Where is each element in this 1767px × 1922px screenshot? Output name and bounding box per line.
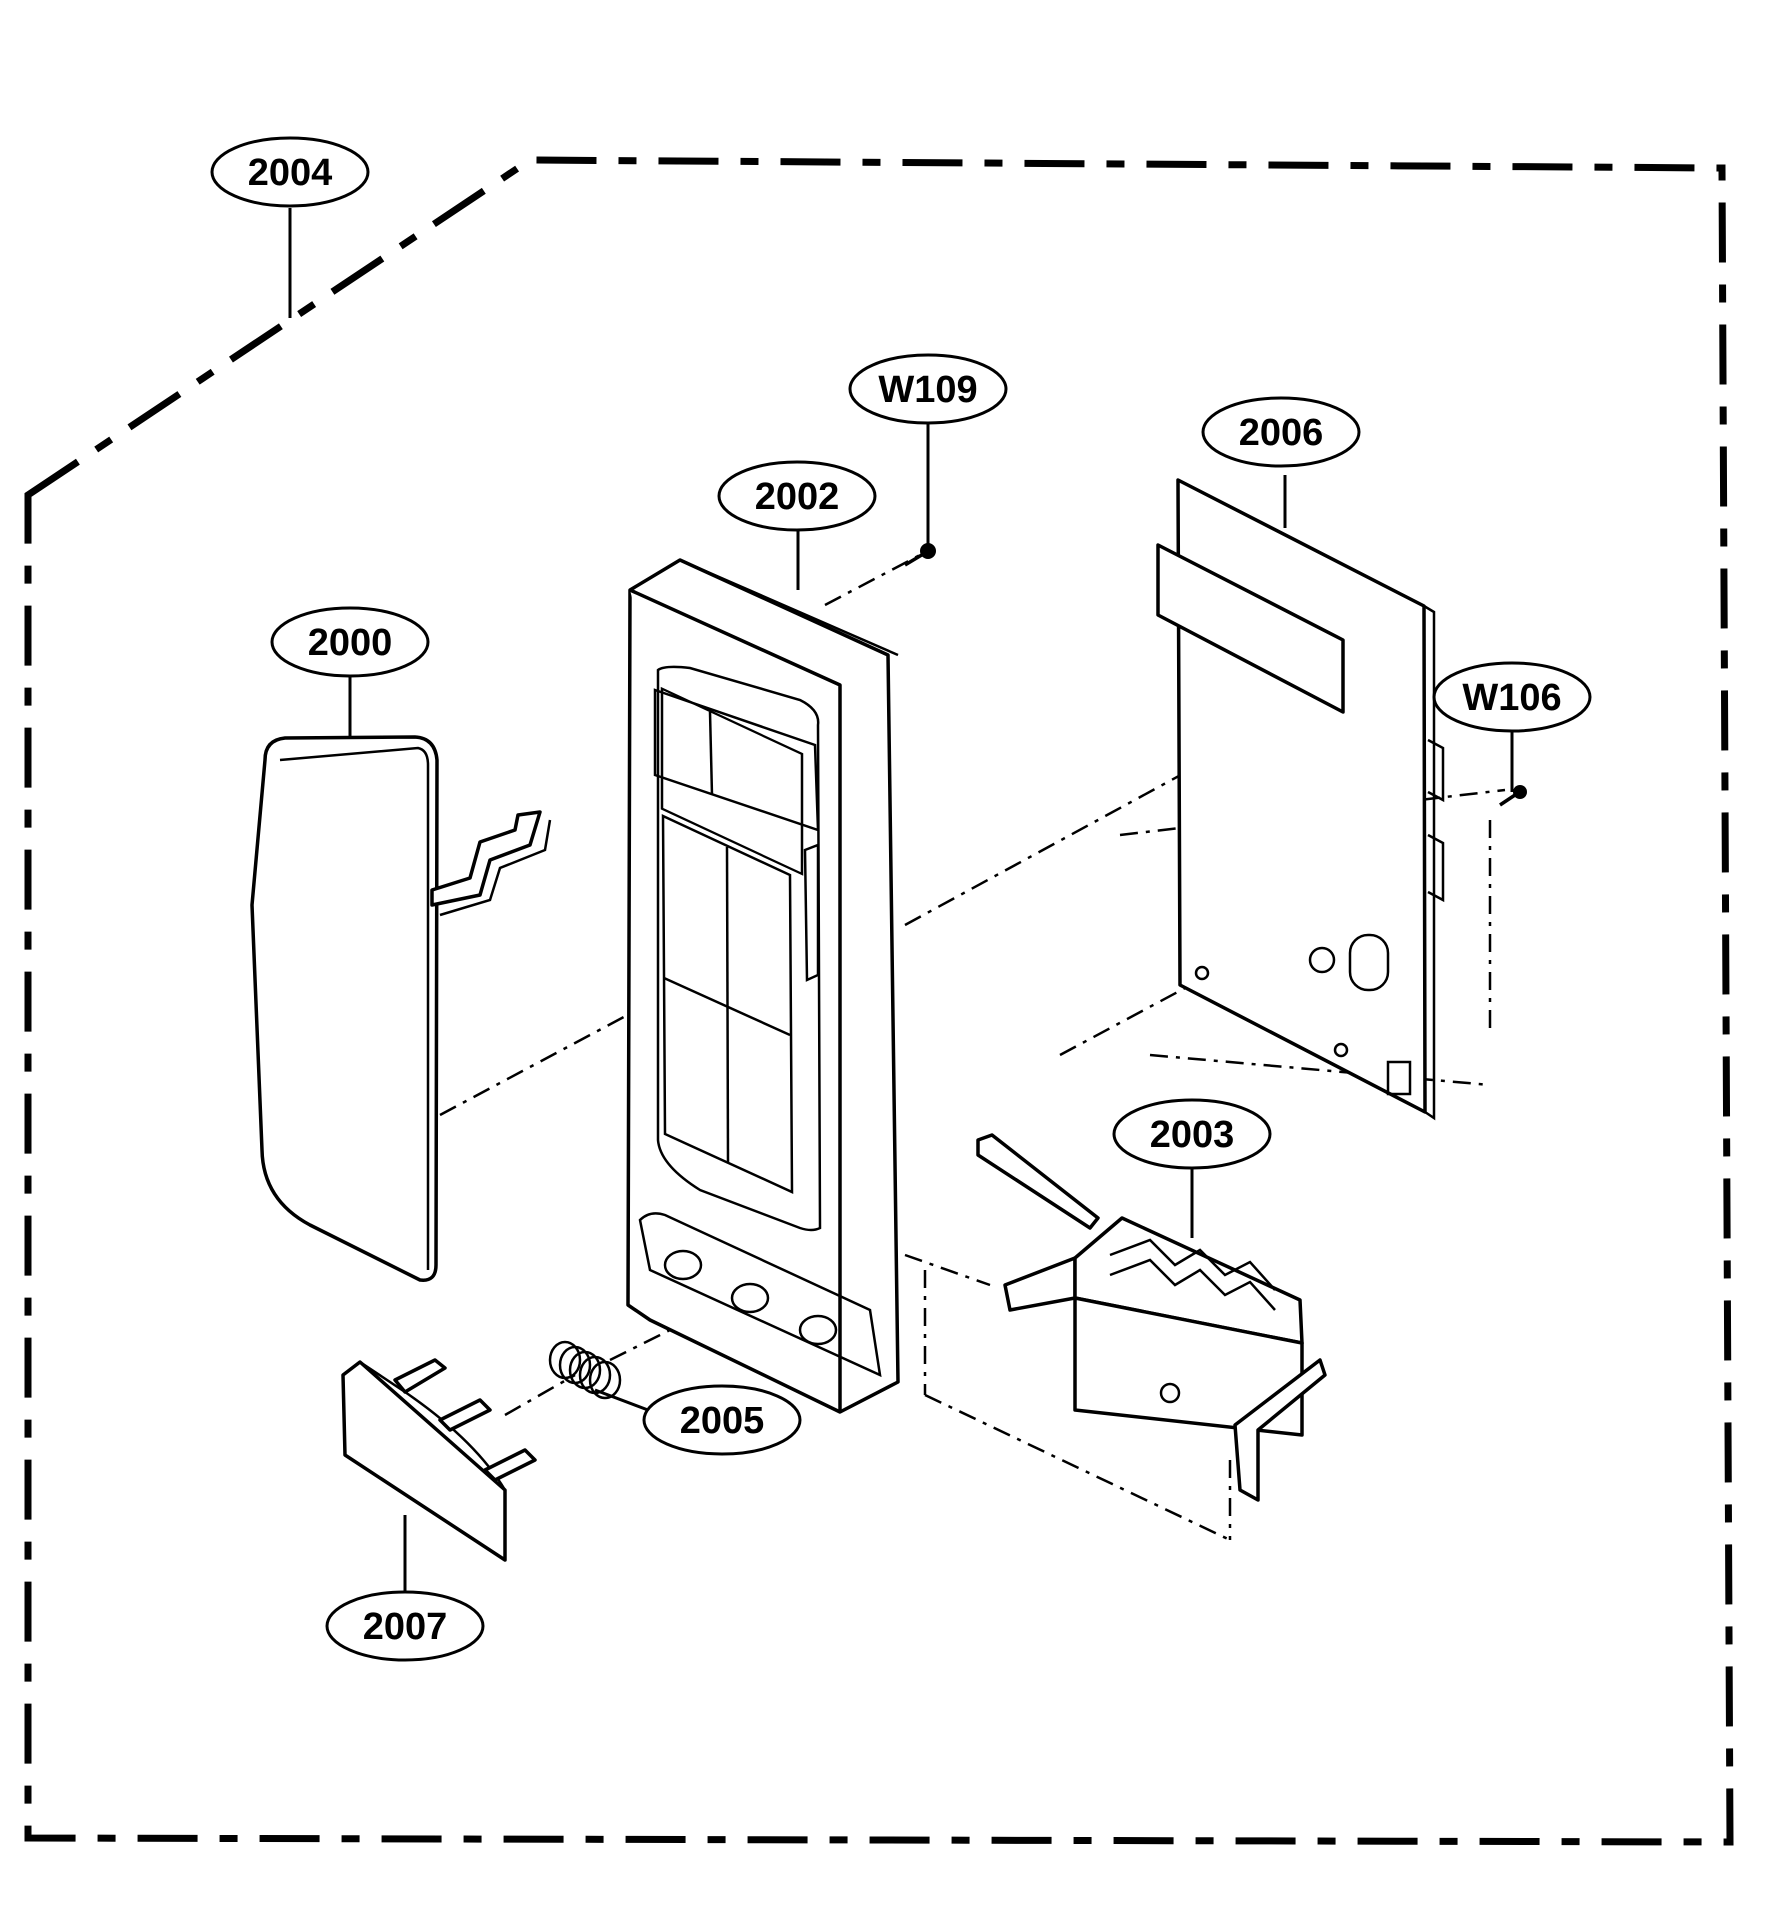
screw-w109 [904, 543, 936, 567]
callout-w106: W106 [1432, 661, 1592, 733]
callout-label: 2006 [1239, 412, 1324, 454]
callout-2003: 2003 [1112, 1098, 1272, 1170]
callout-2005: 2005 [642, 1384, 802, 1456]
part-2000-membrane [250, 735, 552, 1282]
callout-2002: 2002 [717, 460, 877, 532]
callout-label: 2000 [308, 622, 393, 664]
callout-label: 2003 [1150, 1114, 1235, 1156]
callout-label: W106 [1462, 677, 1561, 719]
part-2002-control-panel [626, 558, 900, 1414]
part-2005-spring [548, 1340, 622, 1400]
callout-2006: 2006 [1201, 396, 1361, 468]
callout-w109: W109 [848, 353, 1008, 425]
part-2003-latch [976, 1133, 1327, 1502]
part-2006-pcb [1156, 478, 1445, 1121]
callout-label: 2007 [363, 1606, 448, 1648]
leader-lines [288, 208, 1514, 1592]
callout-label: 2005 [680, 1400, 765, 1442]
callout-2000: 2000 [270, 606, 430, 678]
callout-2007: 2007 [325, 1590, 485, 1662]
callout-label: 2004 [248, 152, 333, 194]
callout-label: W109 [878, 369, 977, 411]
part-2007-button [341, 1358, 537, 1562]
screw-w106 [1499, 785, 1527, 807]
assembly-boundary [24, 156, 1734, 1846]
callout-label: 2002 [755, 476, 840, 518]
callout-2004: 2004 [210, 136, 370, 208]
